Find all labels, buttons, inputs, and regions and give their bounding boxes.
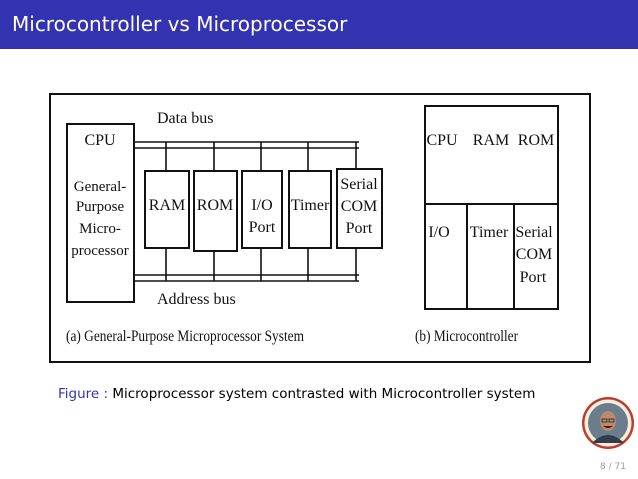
- serial-label: Serial: [340, 176, 378, 193]
- ram-box: [144, 170, 190, 249]
- cpu-box: [66, 123, 135, 303]
- cpu-line-3: Micro-: [79, 221, 121, 237]
- mc-rom-label: ROM: [518, 132, 554, 149]
- ram-label: RAM: [149, 197, 185, 214]
- microprocessor-system: Data bus CPU General- Purpose Micro- pro…: [66, 110, 383, 345]
- io-port-box: [241, 170, 283, 249]
- timer-box: [288, 170, 332, 249]
- comparison-diagram-svg: Data bus CPU General- Purpose Micro- pro…: [49, 93, 591, 363]
- mc-timer-label: Timer: [470, 224, 509, 241]
- mc-port-label: Port: [520, 269, 547, 286]
- io-port-label: Port: [249, 219, 276, 236]
- page-total: 71: [614, 462, 626, 472]
- com-label: COM: [341, 198, 377, 215]
- mc-cpu-label: CPU: [426, 132, 458, 149]
- slide-title: Microcontroller vs Microprocessor: [12, 12, 348, 36]
- mc-ram-label: RAM: [473, 132, 509, 149]
- io-label: I/O: [251, 197, 272, 214]
- figure-diagram: Data bus CPU General- Purpose Micro- pro…: [49, 93, 591, 363]
- cpu-line-2: Purpose: [76, 199, 125, 215]
- data-bus-label: Data bus: [157, 110, 213, 127]
- page-current: 8: [600, 462, 606, 472]
- cpu-title: CPU: [84, 132, 116, 149]
- slide-number: 8 / 71: [600, 462, 626, 472]
- cpu-line-4: processor: [71, 243, 128, 259]
- page-separator: /: [608, 462, 612, 472]
- caption-b: (b) Microcontroller: [415, 328, 519, 345]
- timer-label: Timer: [291, 197, 330, 214]
- mc-com-label: COM: [516, 246, 552, 263]
- figure-frame: [49, 93, 591, 363]
- figure-caption: Figure : Microprocessor system contraste…: [58, 386, 535, 402]
- mc-io-label: I/O: [428, 224, 449, 241]
- rom-label: ROM: [197, 197, 233, 214]
- figure-caption-text: Microprocessor system contrasted with Mi…: [112, 386, 536, 402]
- serial-com-port-box: [336, 168, 383, 249]
- address-bus-label: Address bus: [157, 291, 236, 308]
- title-bar: Microcontroller vs Microprocessor: [0, 0, 638, 49]
- rom-box: [193, 170, 238, 252]
- microcontroller-box: [424, 105, 559, 310]
- mc-serial-label: Serial: [515, 224, 553, 241]
- microcontroller: CPU RAM ROM I/O Timer Serial COM Port (b…: [415, 105, 559, 345]
- caption-a: (a) General-Purpose Microprocessor Syste…: [66, 328, 304, 345]
- figure-caption-label: Figure :: [58, 386, 109, 402]
- cpu-line-1: General-: [74, 179, 126, 195]
- port-label: Port: [346, 220, 373, 237]
- bus-connectors: [165, 142, 357, 281]
- presenter-photo-seal-icon: [582, 397, 634, 449]
